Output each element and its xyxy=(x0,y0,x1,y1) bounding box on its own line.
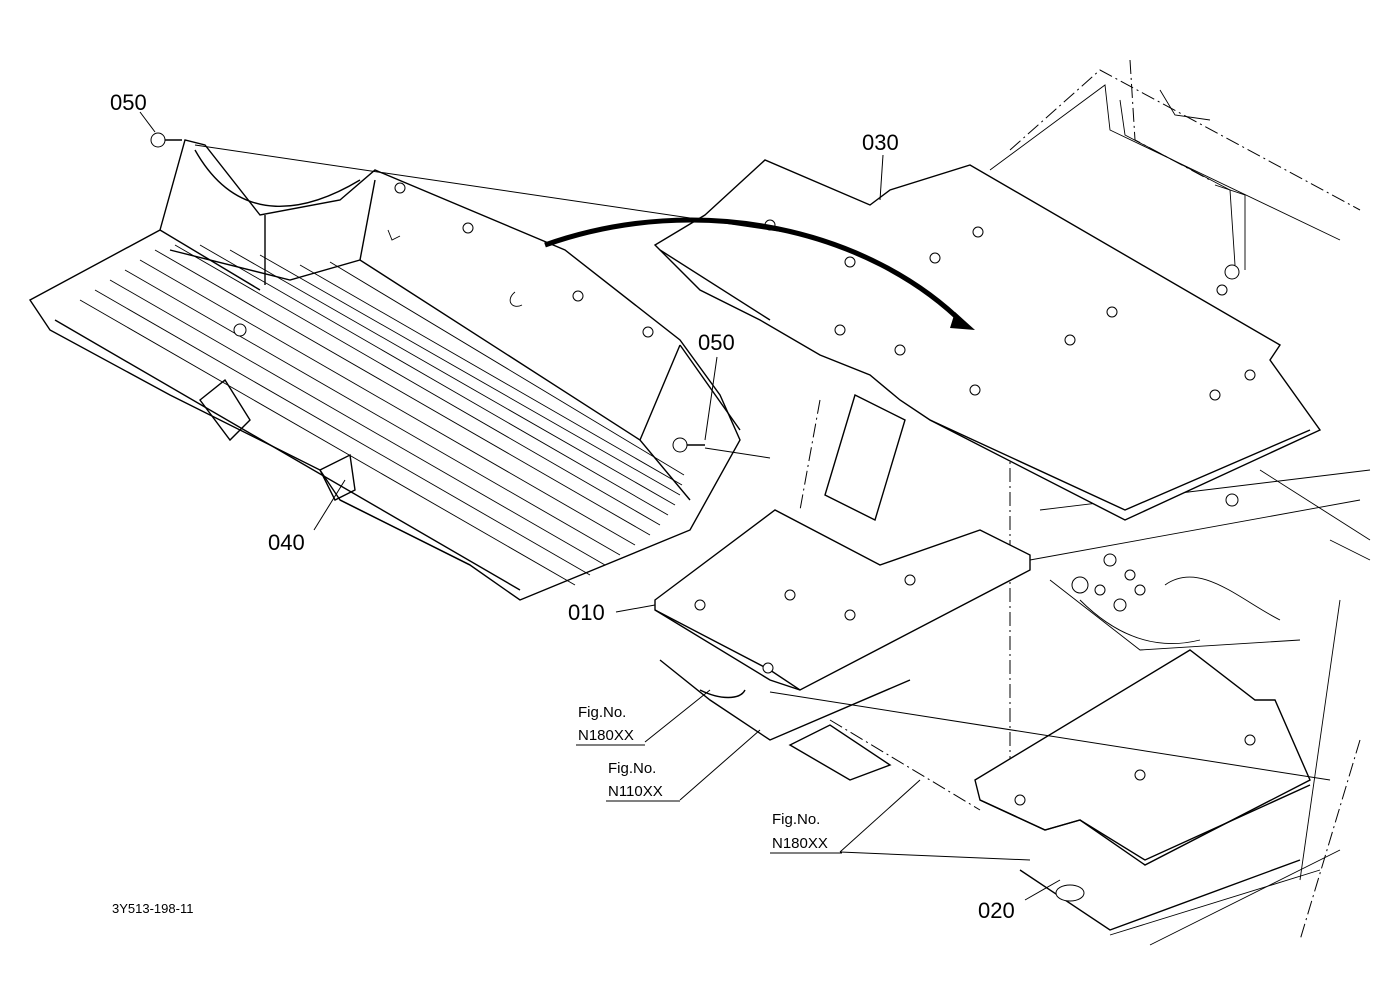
floor-mat-040 xyxy=(28,139,741,601)
floor-plate-030 xyxy=(653,159,1322,521)
floor-plate-020 xyxy=(974,649,1311,931)
callout-050-top: 050 xyxy=(110,90,147,115)
fig-ref-3-number: N180XX xyxy=(772,835,828,852)
lower-panels xyxy=(659,659,981,811)
fig-ref-2: Fig.No. N110XX xyxy=(606,760,680,802)
fig-ref-1: Fig.No. N180XX xyxy=(576,704,645,746)
fig-ref-2-label: Fig.No. xyxy=(608,760,656,777)
floor-plate-010 xyxy=(654,509,1031,691)
document-id: 3Y513-198-11 xyxy=(112,901,193,916)
callout-050-right: 050 xyxy=(698,330,735,355)
fig-ref-3-label: Fig.No. xyxy=(772,811,820,828)
fig-ref-1-label: Fig.No. xyxy=(578,704,626,721)
bolt-050-right xyxy=(672,437,705,453)
fig-ref-3: Fig.No. N180XX xyxy=(770,811,842,854)
fig-ref-2-number: N110XX xyxy=(608,783,663,800)
callout-030: 030 xyxy=(862,130,899,155)
bracket xyxy=(799,394,906,521)
callout-010: 010 xyxy=(568,600,605,625)
callout-040: 040 xyxy=(268,530,305,555)
callout-020: 020 xyxy=(978,898,1015,923)
fig-ref-1-number: N180XX xyxy=(578,727,634,744)
mat-ridges xyxy=(79,244,685,586)
leader-lines xyxy=(139,111,1331,901)
assembly-arrow xyxy=(544,217,975,330)
bolt-050-top xyxy=(150,132,182,148)
